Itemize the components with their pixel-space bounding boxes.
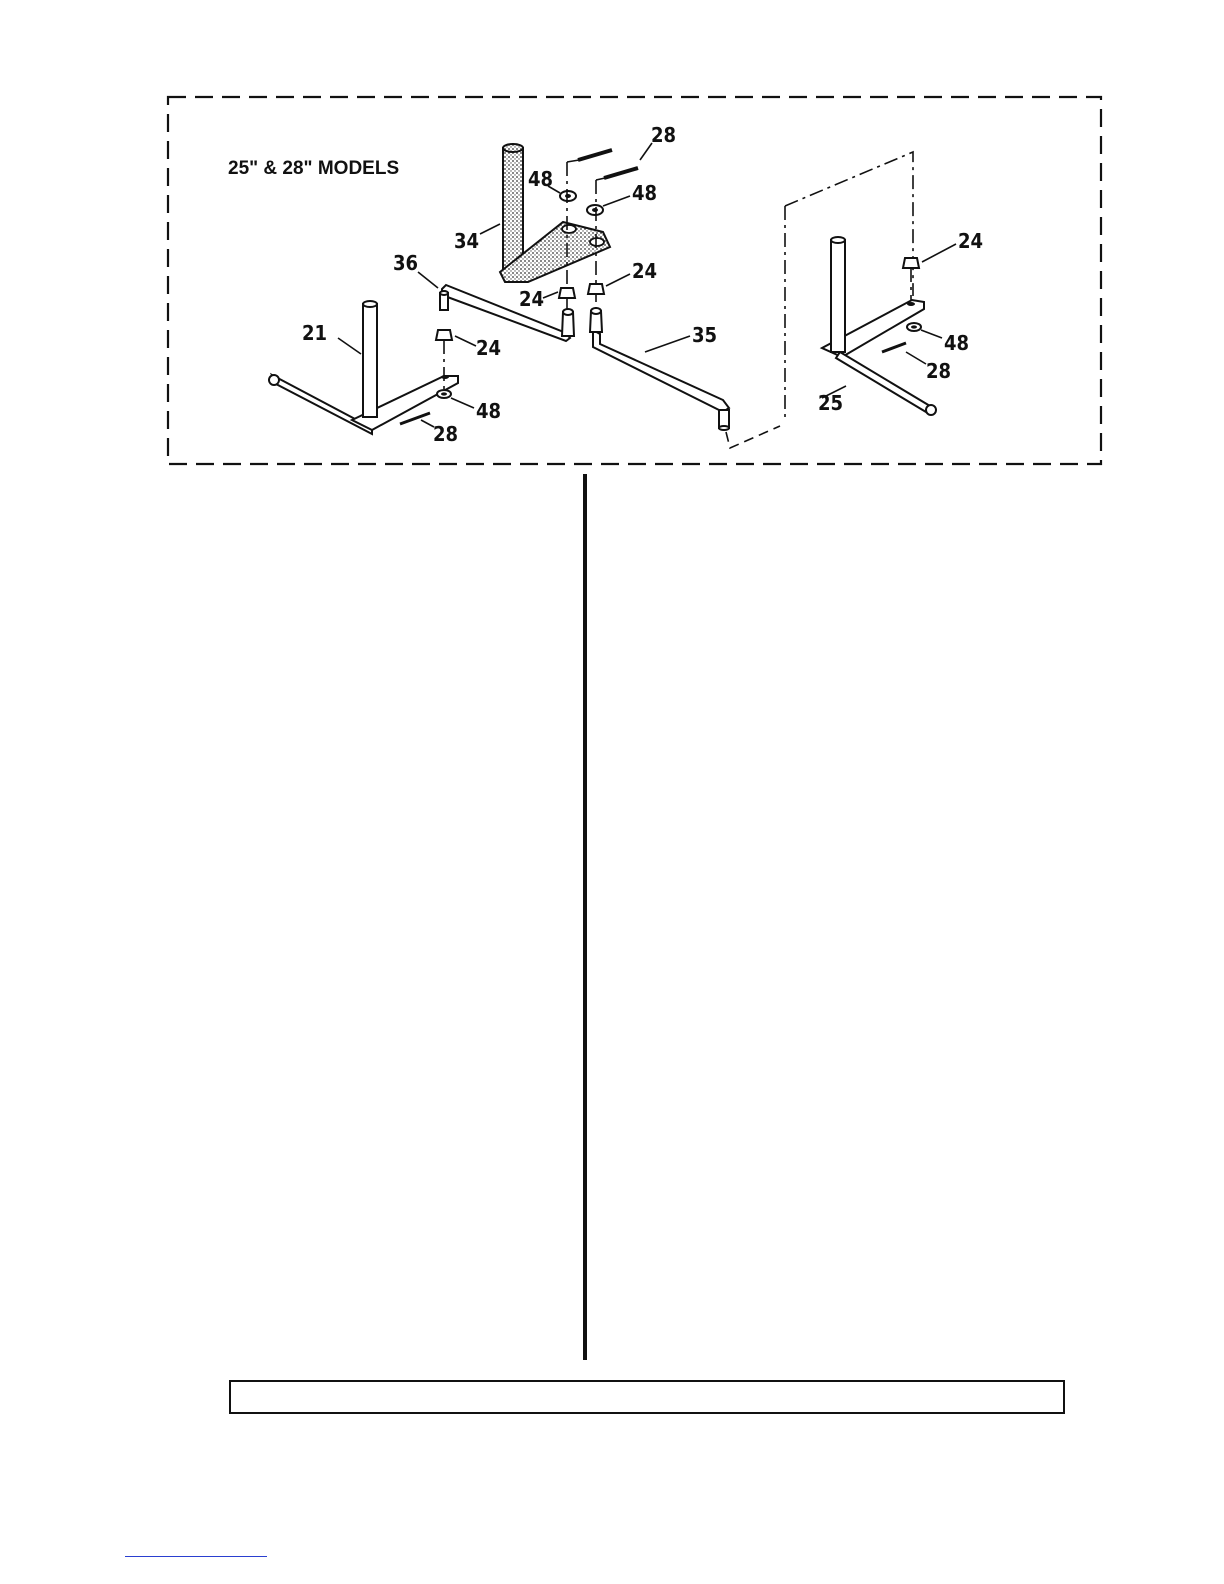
callout-36: 36 [393,251,418,275]
nut-24-center-right [588,284,604,294]
column-divider [583,474,587,1360]
callout-28-right: 28 [926,359,951,383]
footer-link-underline[interactable] [125,1556,267,1557]
callout-34: 34 [454,229,479,253]
callout-24-center-right: 24 [632,259,657,283]
callout-48-top-right: 48 [632,181,657,205]
footer-caption-box [229,1380,1065,1414]
callout-24-right: 24 [958,229,983,253]
nut-24-center-left [559,288,575,298]
callout-35: 35 [692,323,717,347]
callout-48-top-left: 48 [528,167,553,191]
callout-25: 25 [818,391,843,415]
figure-title: 25" & 28" MODELS [228,158,399,179]
nut-24-right [903,258,919,268]
callout-28-top: 28 [651,123,676,147]
callout-28-left: 28 [433,422,458,446]
nut-24-left [436,330,452,340]
screw-28-top [578,150,638,178]
screw-28-right [882,343,906,352]
callout-24-left: 24 [476,336,501,360]
callout-48-left: 48 [476,399,501,423]
callout-21: 21 [302,321,327,345]
callout-24-center-left: 24 [519,287,544,311]
callout-48-right: 48 [944,331,969,355]
